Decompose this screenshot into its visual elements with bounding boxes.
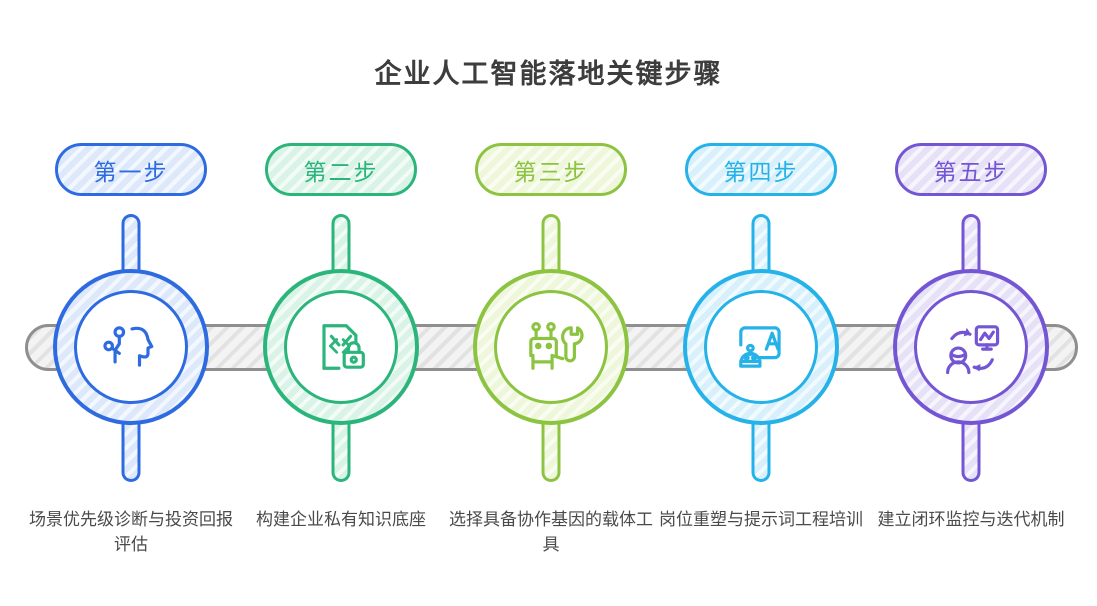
step-2-badge-label: 第二步 (303, 158, 379, 185)
step-5-circle (893, 269, 1049, 425)
knowledge-document-lock-icon (307, 313, 375, 381)
step-1-badge: 第一步 (55, 143, 207, 196)
step-2-circle-inner (284, 290, 398, 404)
step-3-description: 选择具备协作基因的载体工具 (449, 510, 653, 554)
step-1-circle (53, 269, 209, 425)
step-5-description: 建立闭环监控与迭代机制 (877, 510, 1065, 529)
step-4-badge-label: 第四步 (723, 158, 799, 185)
monitor-iteration-icon (937, 313, 1005, 381)
step-5-connector-top (961, 214, 981, 284)
step-5-badge-label: 第五步 (933, 158, 1009, 185)
step-4-badge: 第四步 (685, 143, 837, 196)
step-3-connector-bottom (541, 410, 561, 482)
training-board-icon (727, 313, 795, 381)
step-1-description: 场景优先级诊断与投资回报评估 (29, 510, 233, 554)
step-1-circle-inner (74, 290, 188, 404)
step-5-circle-inner (914, 290, 1028, 404)
step-3-connector-top (541, 214, 561, 284)
step-5-connector-bottom (961, 410, 981, 482)
step-1-connector-top (121, 214, 141, 284)
step-1-connector-bottom (121, 410, 141, 482)
step-2: 第二步 构建企业私有知识底座 (236, 143, 446, 583)
step-5-badge: 第五步 (895, 143, 1047, 196)
step-4-connector-bottom (751, 410, 771, 482)
step-2-description: 构建企业私有知识底座 (256, 510, 426, 529)
ai-head-icon (97, 313, 165, 381)
step-4: 第四步 岗位重塑与提示词工 (656, 143, 866, 583)
step-4-circle-inner (704, 290, 818, 404)
step-1: 第一步 场景优先级诊断与投资回报评估 (26, 143, 236, 583)
step-2-circle (263, 269, 419, 425)
step-3-badge: 第三步 (475, 143, 627, 196)
step-2-badge: 第二步 (265, 143, 417, 196)
step-5: 第五步 (866, 143, 1076, 583)
step-3-badge-label: 第三步 (513, 158, 589, 185)
robot-wrench-icon (517, 313, 585, 381)
step-4-circle (683, 269, 839, 425)
step-1-badge-label: 第一步 (93, 158, 169, 185)
step-4-connector-top (751, 214, 771, 284)
step-2-connector-bottom (331, 410, 351, 482)
step-3: 第三步 (446, 143, 656, 583)
step-3-circle-inner (494, 290, 608, 404)
step-4-description: 岗位重塑与提示词工程培训 (659, 510, 863, 529)
step-3-circle (473, 269, 629, 425)
page-title: 企业人工智能落地关键步骤 (374, 59, 723, 89)
step-2-connector-top (331, 214, 351, 284)
